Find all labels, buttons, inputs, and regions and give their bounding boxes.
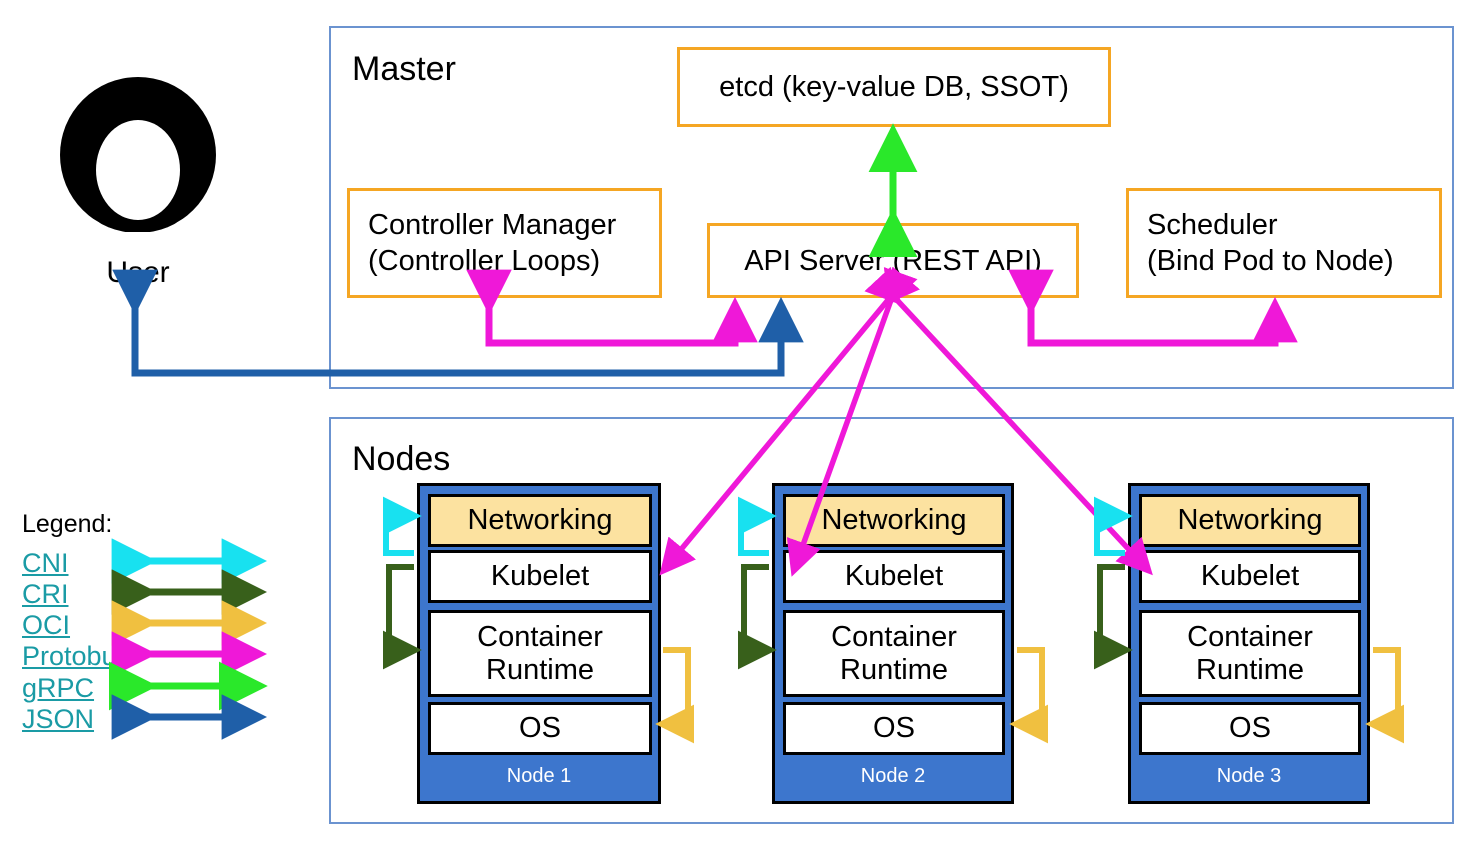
- node-3-os-layer[interactable]: OS: [1139, 702, 1361, 755]
- legend-item-cni[interactable]: CNI: [22, 548, 69, 578]
- node-1-label: Node 1: [506, 765, 572, 787]
- node-1-networking-layer[interactable]: Networking: [428, 494, 652, 547]
- node-3-networking-label: Networking: [1177, 504, 1323, 536]
- scheduler-label-line2: (Bind Pod to Node): [1147, 245, 1394, 277]
- node-1-kubelet-layer[interactable]: Kubelet: [428, 550, 652, 603]
- node-2-os-label: OS: [873, 712, 915, 744]
- node-1-os-label: OS: [519, 712, 561, 744]
- controller-manager-label-line2: (Controller Loops): [368, 245, 601, 277]
- node-box-2[interactable]: Networking Kubelet Container Runtime OS …: [772, 483, 1014, 804]
- controller-manager-label-line1: Controller Manager: [368, 209, 617, 241]
- node-2-container-runtime-label-line1: Container: [831, 620, 957, 653]
- nodes-group-title: Nodes: [352, 440, 451, 478]
- master-group-title: Master: [352, 50, 456, 88]
- legend-item-grpc[interactable]: gRPC: [22, 673, 95, 703]
- legend-item-cri[interactable]: CRI: [22, 579, 69, 609]
- api-server-box[interactable]: API Server (REST API): [707, 223, 1079, 298]
- scheduler-box[interactable]: Scheduler (Bind Pod to Node): [1126, 188, 1442, 298]
- legend-title: Legend:: [22, 510, 113, 538]
- node-2-networking-label: Networking: [821, 504, 967, 536]
- node-3-kubelet-label: Kubelet: [1200, 560, 1300, 592]
- node-2-kubelet-layer[interactable]: Kubelet: [783, 550, 1005, 603]
- node-2-os-layer[interactable]: OS: [783, 702, 1005, 755]
- node-box-3[interactable]: Networking Kubelet Container Runtime OS …: [1128, 483, 1370, 804]
- node-2-networking-layer[interactable]: Networking: [783, 494, 1005, 547]
- node-3-container-runtime-label-line2: Runtime: [1196, 653, 1304, 686]
- controller-manager-box[interactable]: Controller Manager (Controller Loops): [347, 188, 662, 298]
- etcd-box[interactable]: etcd (key-value DB, SSOT): [677, 47, 1111, 127]
- node-1-container-runtime-label-line2: Runtime: [486, 653, 594, 686]
- scheduler-label-line1: Scheduler: [1147, 209, 1278, 241]
- node-3-kubelet-layer[interactable]: Kubelet: [1139, 550, 1361, 603]
- api-server-label: API Server (REST API): [744, 244, 1042, 277]
- node-1-os-layer[interactable]: OS: [428, 702, 652, 755]
- node-2-container-runtime-layer[interactable]: Container Runtime: [783, 610, 1005, 697]
- legend-item-oci[interactable]: OCI: [22, 610, 71, 640]
- node-2-label: Node 2: [860, 765, 926, 787]
- node-2-container-runtime-label-line2: Runtime: [840, 653, 948, 686]
- node-box-1[interactable]: Networking Kubelet Container Runtime OS …: [417, 483, 661, 804]
- node-1-networking-label: Networking: [467, 504, 613, 536]
- node-1-container-runtime-label-line1: Container: [477, 620, 603, 653]
- node-1-kubelet-label: Kubelet: [490, 560, 590, 592]
- node-1-container-runtime-layer[interactable]: Container Runtime: [428, 610, 652, 697]
- legend-item-protobuf[interactable]: Protobuf: [22, 641, 125, 671]
- node-3-networking-layer[interactable]: Networking: [1139, 494, 1361, 547]
- node-3-os-label: OS: [1229, 712, 1271, 744]
- node-3-container-runtime-label-line1: Container: [1187, 620, 1313, 653]
- etcd-label: etcd (key-value DB, SSOT): [719, 71, 1069, 103]
- user-label: User: [106, 256, 170, 289]
- node-2-kubelet-label: Kubelet: [844, 560, 944, 592]
- node-3-label: Node 3: [1216, 765, 1282, 787]
- node-3-container-runtime-layer[interactable]: Container Runtime: [1139, 610, 1361, 697]
- legend-item-json[interactable]: JSON: [22, 704, 95, 734]
